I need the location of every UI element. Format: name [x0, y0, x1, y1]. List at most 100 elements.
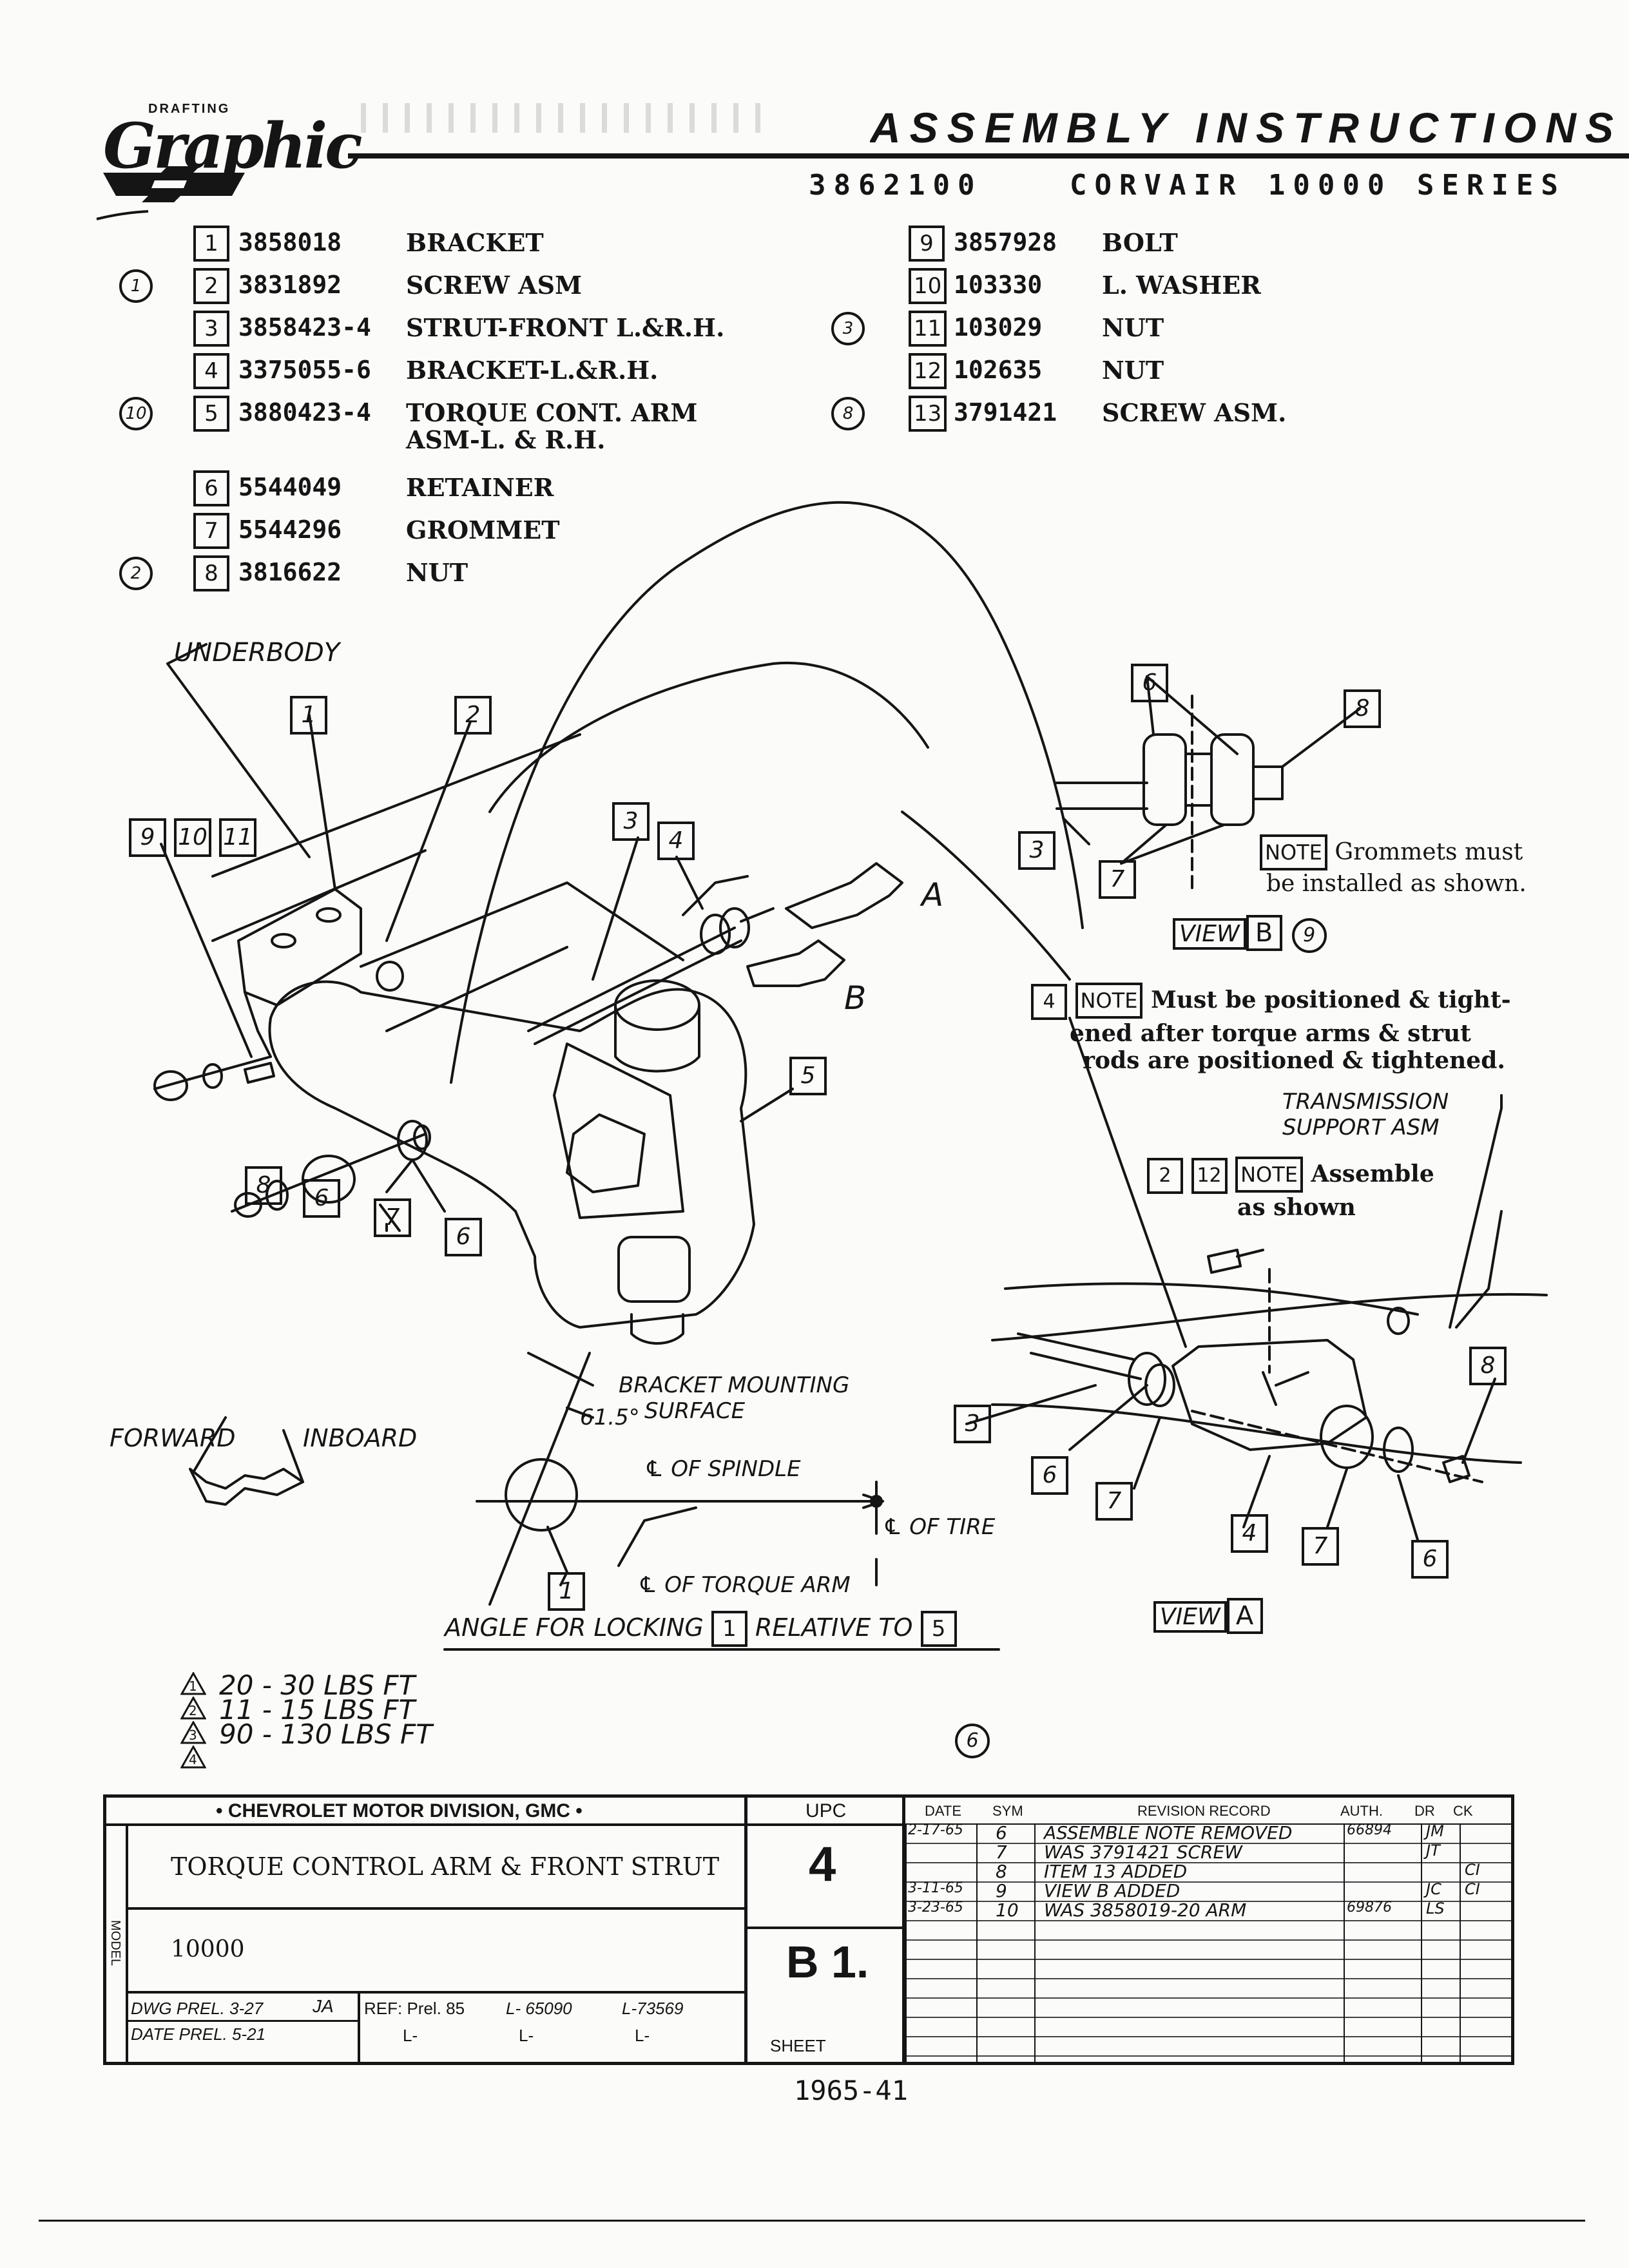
tb-ref-divider: [358, 1991, 360, 2065]
header-bracket-lines: [96, 210, 149, 220]
part-description: NUT: [406, 558, 468, 587]
bracket-mounting-label: BRACKET MOUNTING: [619, 1372, 850, 1398]
logo: DRAFTING Graphic: [97, 97, 363, 202]
angle-label: 61.5°: [580, 1405, 640, 1430]
callout-4: 4: [657, 822, 695, 860]
part-number-box: 8: [193, 555, 229, 591]
callout-9: 9: [129, 818, 166, 857]
note-grommets-line1: Grommets must: [1335, 839, 1523, 865]
part-description: SCREW ASM.: [1102, 398, 1287, 427]
tb-ref-l1: L- 65090: [506, 1999, 572, 2018]
rev-dr: LS: [1426, 1899, 1445, 1917]
callout-4: 4: [1231, 1514, 1268, 1553]
rev-col-line: [1421, 1823, 1422, 2065]
view-a-word: VIEW: [1153, 1601, 1227, 1633]
arrow-b-label: B: [844, 979, 867, 1017]
tb-ref-l3: L-: [403, 2026, 418, 2045]
rev-col-line: [1034, 1823, 1036, 2065]
torque-triangle-icon: [180, 1744, 207, 1769]
angle-caption-box-1: 1: [711, 1611, 747, 1647]
part-number-box: 9: [909, 226, 945, 262]
strut-rod: [527, 927, 736, 1032]
arrow-b-shape: [746, 939, 845, 987]
part-description: TORQUE CONT. ARM: [406, 398, 698, 427]
rev-row-line: [905, 2017, 1511, 2018]
note-assemble-line2: as shown: [1237, 1194, 1356, 1221]
spindle-label: ℄ OF SPINDLE: [644, 1456, 801, 1482]
direction-arrow: [189, 1468, 304, 1506]
part-number: 5544049: [238, 473, 342, 501]
note-assemble-callout-2: 2: [1147, 1158, 1183, 1194]
rev-dr: JC: [1426, 1880, 1441, 1898]
part-mark: 3: [831, 312, 865, 345]
rev-text: WAS 3791421 SCREW: [1044, 1841, 1242, 1863]
tb-ref-l5: L-: [635, 2026, 650, 2045]
callout-7: 7: [1095, 1482, 1133, 1521]
part-number: 103029: [954, 313, 1043, 341]
rev-text: VIEW B ADDED: [1044, 1880, 1181, 1901]
angle-caption-part1: ANGLE FOR LOCKING: [445, 1613, 704, 1642]
series-label: CORVAIR 10000 SERIES: [1070, 169, 1566, 202]
logo-small-text: DRAFTING: [148, 102, 231, 116]
rev-row-line: [905, 1881, 1511, 1883]
rev-ck: CI: [1465, 1880, 1480, 1898]
part-number: 103330: [954, 271, 1043, 299]
rev-text: ITEM 13 ADDED: [1044, 1861, 1188, 1882]
part-description: GROMMET: [406, 515, 560, 544]
part-number: 102635: [954, 356, 1043, 384]
rev-row-line: [905, 2055, 1511, 2057]
note-positioned-tag: NOTE: [1075, 983, 1143, 1019]
callout-1: 1: [290, 696, 327, 735]
note-grommets: NOTE Grommets must be installed as shown…: [1260, 834, 1527, 898]
part-number: 3880423-4: [238, 398, 371, 427]
drawing-number: 3862100: [809, 169, 983, 202]
note-positioned-callout: 4: [1031, 984, 1067, 1020]
rev-col-line: [905, 1823, 907, 2065]
part-number-box: 1: [193, 226, 229, 262]
rev-col-line: [976, 1823, 978, 2065]
tb-divider-1: [744, 1798, 747, 2065]
callout-3: 3: [954, 1405, 991, 1443]
note-positioned-line1: Must be positioned & tight-: [1150, 986, 1511, 1014]
rev-row-line: [905, 1901, 1511, 1902]
callout-6: 6: [1031, 1456, 1068, 1495]
angle-caption-box-5: 5: [920, 1611, 957, 1647]
tb-title: TORQUE CONTROL ARM & FRONT STRUT: [171, 1852, 720, 1881]
callout-5: 5: [789, 1057, 827, 1095]
underbody-label: UNDERBODY: [174, 638, 340, 668]
surface-label: SURFACE: [644, 1398, 746, 1424]
rev-col-line: [1344, 1823, 1345, 2065]
header-rule: [348, 153, 1629, 159]
sheet-mark: 6: [955, 1724, 990, 1758]
rev-row-line: [905, 1959, 1511, 1960]
rev-dr: JT: [1426, 1841, 1440, 1860]
tb-col-sym: SYM: [992, 1803, 1023, 1819]
torque-arm-outline: [268, 980, 755, 1329]
tb-divider-4: [126, 1907, 747, 1910]
part-number-box: 13: [909, 396, 947, 432]
callout-10: 10: [174, 818, 211, 857]
rev-sym: 9: [996, 1880, 1007, 1901]
part-number: 5544296: [238, 515, 342, 544]
title-block: • CHEVROLET MOTOR DIVISION, GMC • UPC 4 …: [103, 1794, 1514, 2065]
tb-divider-5: [126, 1991, 747, 1994]
part-description: BRACKET: [406, 228, 544, 257]
angle-caption-part2: RELATIVE TO: [755, 1613, 913, 1642]
rev-row-line: [905, 1997, 1511, 1999]
part-mark: 2: [119, 557, 153, 590]
part-number: 3858018: [238, 228, 342, 256]
page-number: 1965-41: [794, 2075, 909, 2106]
callout-11: 11: [219, 818, 256, 857]
rev-sym: 6: [996, 1822, 1007, 1843]
tb-divider-6: [747, 1927, 902, 1929]
tb-col-auth: AUTH.: [1340, 1803, 1383, 1819]
callout-7: 7: [1302, 1527, 1339, 1566]
logo-faint-stamp: [361, 103, 760, 133]
